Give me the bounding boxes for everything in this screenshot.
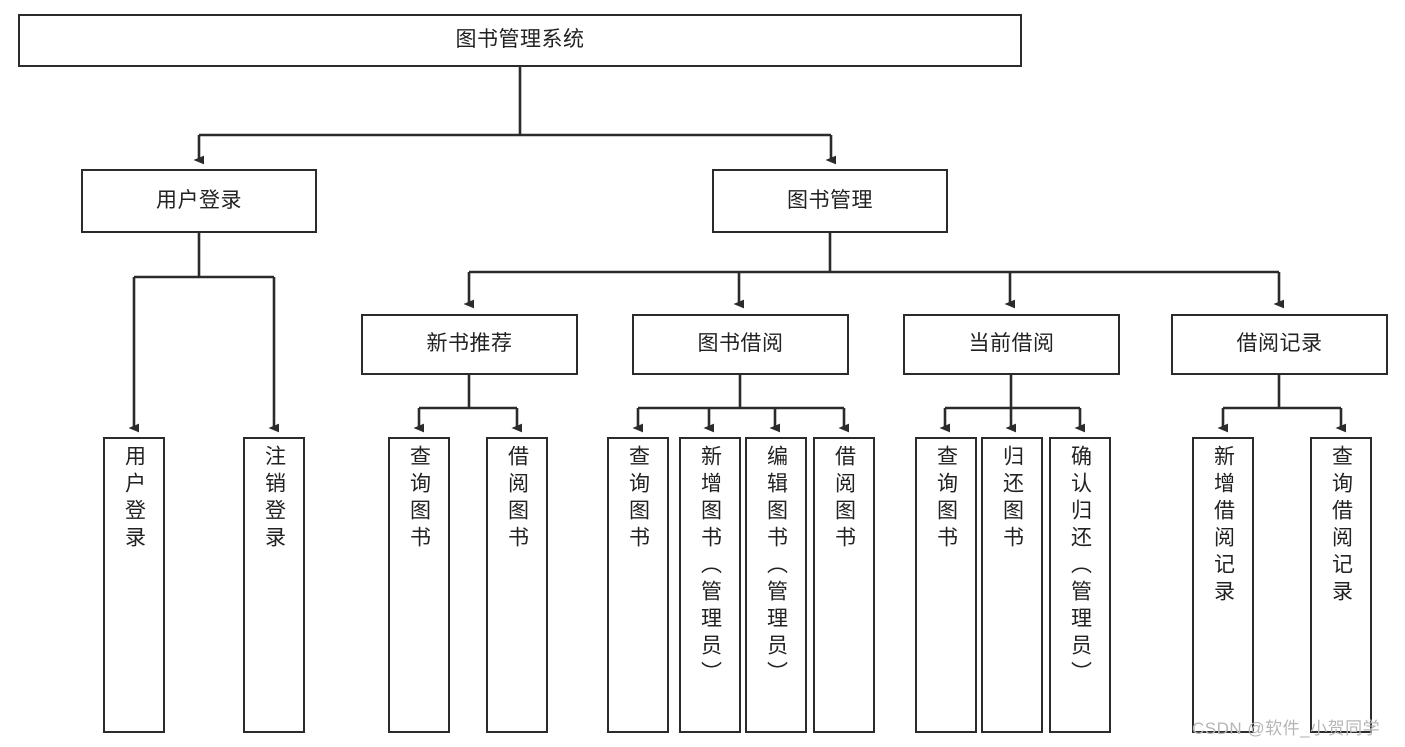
node-leaf-current-return-book[interactable]: 归还图书 [981, 437, 1043, 733]
node-leaf-user-login[interactable]: 用户登录 [103, 437, 165, 733]
node-leaf-record-add[interactable]: 新增借阅记录 [1192, 437, 1254, 733]
node-leaf-user-logout-label: 注销登录 [262, 445, 286, 553]
node-borrow-record[interactable]: 借阅记录 [1171, 314, 1388, 375]
watermark-text: CSDN @软件_小贺同学 [1192, 719, 1381, 738]
node-leaf-rec-query-book[interactable]: 查询图书 [388, 437, 450, 733]
node-book-manage[interactable]: 图书管理 [712, 169, 948, 233]
node-leaf-rec-borrow-book-label: 借阅图书 [505, 445, 529, 553]
node-leaf-current-confirm-return-label: 确认归还（管理员） [1068, 445, 1092, 688]
node-user-login-label: 用户登录 [156, 188, 242, 212]
node-leaf-current-query-book[interactable]: 查询图书 [915, 437, 977, 733]
node-new-book-rec-label: 新书推荐 [426, 332, 513, 356]
node-leaf-record-query[interactable]: 查询借阅记录 [1310, 437, 1372, 733]
node-leaf-borrow-borrow-book-label: 借阅图书 [832, 445, 856, 553]
node-root[interactable]: 图书管理系统 [18, 14, 1022, 67]
node-leaf-user-login-label: 用户登录 [122, 445, 146, 553]
node-leaf-record-add-label: 新增借阅记录 [1211, 445, 1235, 607]
node-user-login[interactable]: 用户登录 [81, 169, 317, 233]
node-book-borrow[interactable]: 图书借阅 [632, 314, 849, 375]
node-new-book-rec[interactable]: 新书推荐 [361, 314, 578, 375]
node-leaf-borrow-add-book-label: 新增图书（管理员） [698, 445, 722, 688]
node-book-borrow-label: 图书借阅 [697, 332, 784, 356]
node-leaf-current-query-book-label: 查询图书 [934, 445, 958, 553]
node-leaf-borrow-add-book[interactable]: 新增图书（管理员） [679, 437, 741, 733]
node-leaf-current-confirm-return[interactable]: 确认归还（管理员） [1049, 437, 1111, 733]
node-leaf-borrow-query-book-label: 查询图书 [626, 445, 650, 553]
node-leaf-borrow-query-book[interactable]: 查询图书 [607, 437, 669, 733]
node-leaf-borrow-edit-book-label: 编辑图书（管理员） [764, 445, 788, 688]
node-root-label: 图书管理系统 [455, 28, 585, 52]
node-leaf-current-return-book-label: 归还图书 [1000, 445, 1024, 553]
node-leaf-borrow-borrow-book[interactable]: 借阅图书 [813, 437, 875, 733]
node-book-manage-label: 图书管理 [787, 188, 873, 212]
node-leaf-borrow-edit-book[interactable]: 编辑图书（管理员） [745, 437, 807, 733]
node-current-borrow-label: 当前借阅 [968, 332, 1055, 356]
node-borrow-record-label: 借阅记录 [1236, 332, 1323, 356]
node-leaf-rec-borrow-book[interactable]: 借阅图书 [486, 437, 548, 733]
node-leaf-user-logout[interactable]: 注销登录 [243, 437, 305, 733]
node-current-borrow[interactable]: 当前借阅 [903, 314, 1120, 375]
node-leaf-record-query-label: 查询借阅记录 [1329, 445, 1353, 607]
node-leaf-rec-query-book-label: 查询图书 [407, 445, 431, 553]
